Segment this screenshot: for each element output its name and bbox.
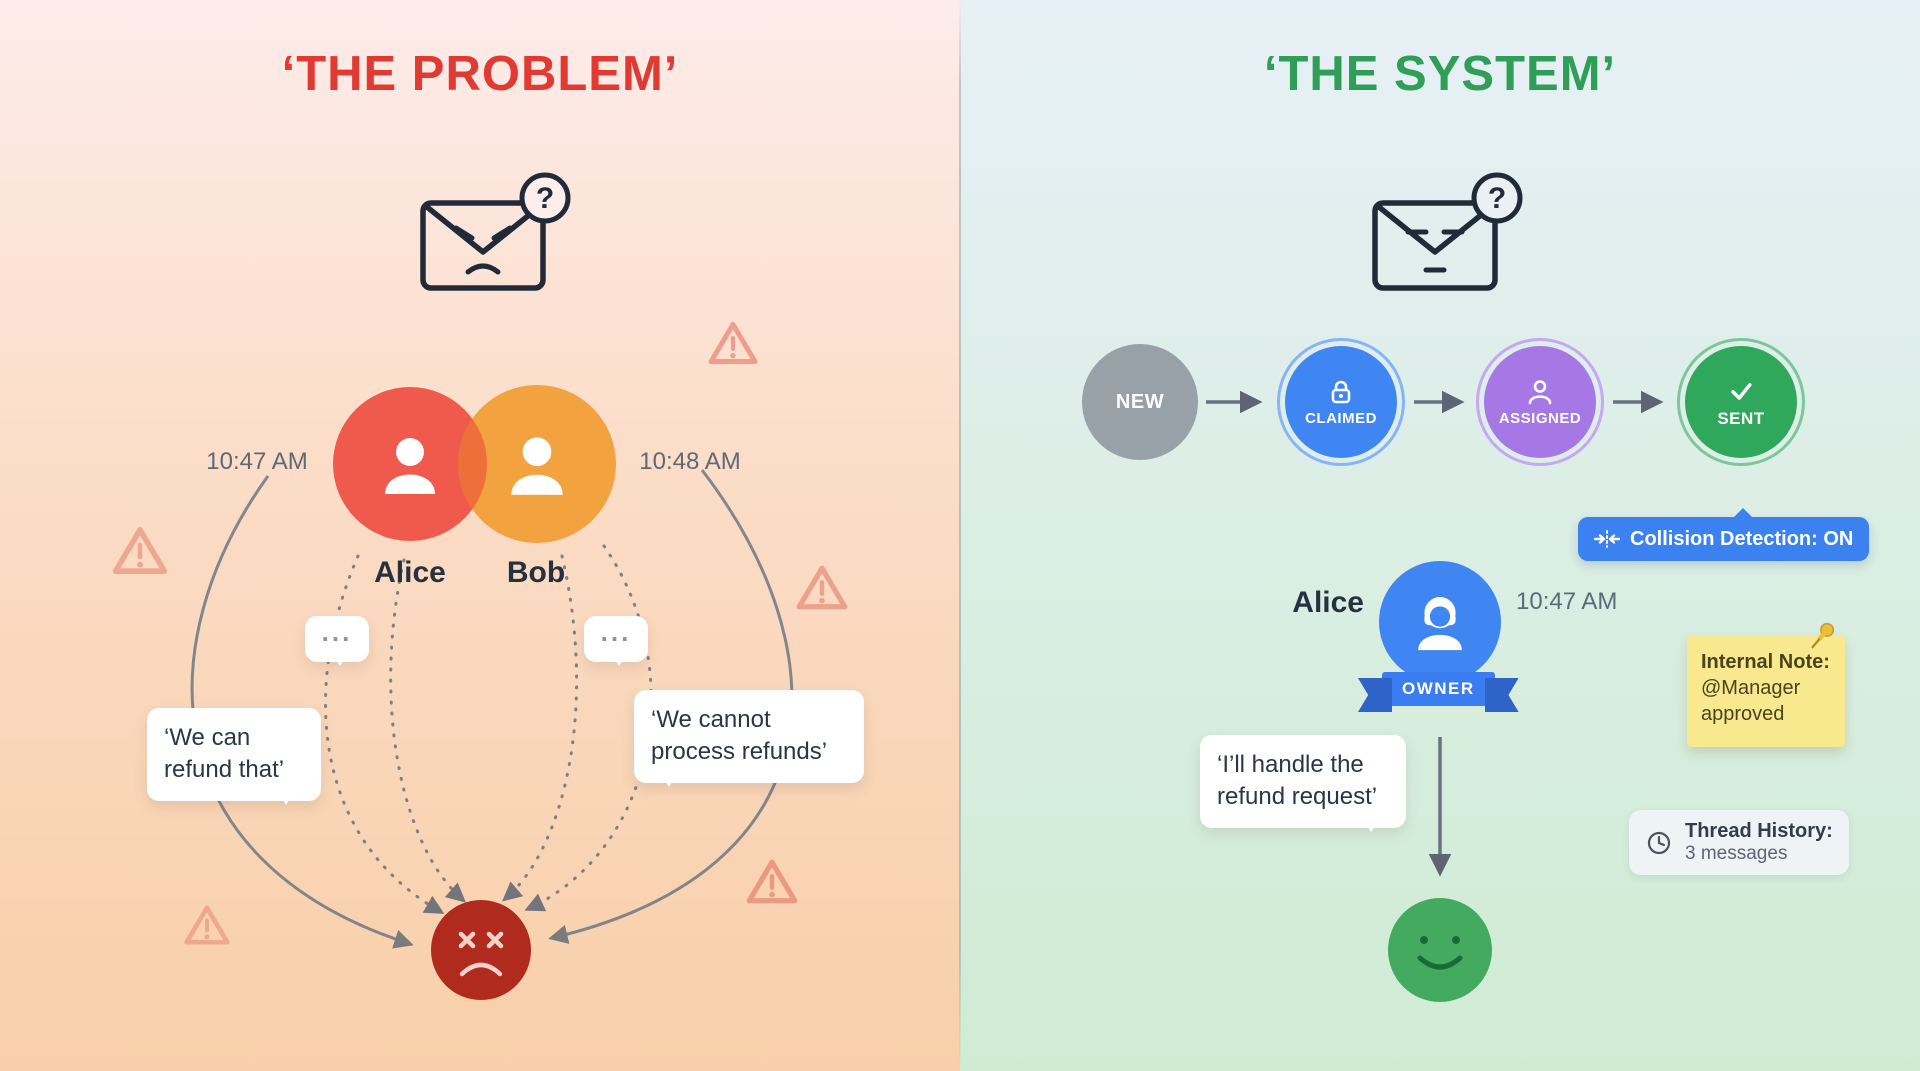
alice-speech-bubble: ‘We can refund that’: [147, 708, 321, 805]
stage-claimed: CLAIMED: [1277, 338, 1405, 466]
note-title: Internal Note:: [1701, 651, 1830, 673]
problem-panel: ‘THE PROBLEM’ ? 10:47 AM 10:48 AM: [0, 0, 960, 1071]
stage-sent-label: SENT: [1717, 408, 1765, 428]
stage-assigned-label: ASSIGNED: [1498, 410, 1582, 427]
timestamp-alice: 10:47 AM: [206, 448, 308, 475]
avatar-overlap: [458, 387, 487, 541]
question-badge: [519, 172, 571, 224]
typing-dots-bubble: ...: [305, 616, 369, 666]
thread-history-count: 3 messages: [1685, 843, 1788, 864]
owner-timestamp: 10:47 AM: [1516, 588, 1618, 615]
question-mark: ?: [536, 182, 554, 215]
bob-name: Bob: [506, 556, 566, 589]
bob-avatar: [458, 385, 616, 543]
warning-icon: [796, 565, 848, 610]
thread-history-title: Thread History:: [1685, 820, 1833, 842]
error-face-icon: [431, 900, 531, 1000]
collision-badge-label: Collision Detection: ON: [1630, 527, 1854, 550]
thread-history: Thread History: 3 messages: [1629, 810, 1849, 875]
happy-face-icon: [1388, 898, 1492, 1002]
warning-icon: [746, 859, 798, 904]
stage-claimed-label: CLAIMED: [1305, 410, 1377, 427]
check-icon: [1731, 382, 1752, 400]
panel-divider: [959, 0, 961, 1071]
stage-new-label: NEW: [1115, 390, 1165, 413]
system-title: ‘THE SYSTEM’: [1263, 47, 1617, 101]
question-badge: [1471, 172, 1523, 224]
clock-icon: [1647, 831, 1671, 854]
warning-icon: [112, 527, 168, 574]
person-icon: [385, 438, 435, 494]
bob-speech-bubble: ‘We cannot process refunds’: [634, 690, 864, 787]
typing-dots: ...: [321, 617, 353, 648]
female-person-icon: [1418, 597, 1462, 651]
system-panel: ‘THE SYSTEM’ ? NEW CLAIMED: [960, 0, 1920, 1071]
note-body: @Manager approved: [1701, 677, 1801, 725]
collision-icon: [1594, 530, 1620, 548]
question-mark: ?: [1488, 182, 1506, 215]
collision-detection-badge: Collision Detection: ON: [1578, 508, 1870, 561]
owner-avatar: [1379, 561, 1501, 683]
envelope-angry-icon: ?: [420, 172, 571, 291]
typing-dots-bubble: ...: [584, 616, 648, 666]
typing-dots: ...: [600, 617, 632, 648]
internal-note: Internal Note: @Manager approved: [1687, 622, 1845, 747]
envelope-neutral-icon: ?: [1372, 172, 1523, 291]
owner-badge: OWNER: [1382, 672, 1495, 706]
stage-sent: SENT: [1677, 338, 1805, 466]
pin-icon: [1811, 622, 1835, 649]
owner-name: Alice: [1292, 586, 1364, 619]
person-icon: [1528, 380, 1552, 405]
owner-speech-bubble: ‘I’ll handle the refund request’: [1200, 735, 1406, 832]
warning-icon: [184, 905, 230, 945]
timestamp-bob: 10:48 AM: [639, 448, 741, 475]
stage-assigned: ASSIGNED: [1476, 338, 1604, 466]
problem-title: ‘THE PROBLEM’: [281, 47, 679, 101]
stage-new: NEW: [1082, 344, 1198, 460]
lock-icon: [1331, 380, 1351, 404]
person-icon: [511, 437, 563, 495]
warning-icon: [708, 321, 758, 365]
